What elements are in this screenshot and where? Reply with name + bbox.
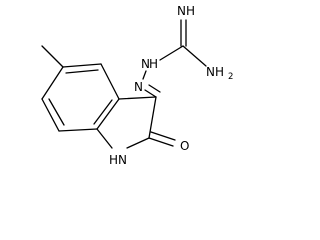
structure-canvas: NH N H N NH 2 HN O xyxy=(41,4,233,167)
hydrazone-nh-label: N xyxy=(141,57,150,71)
bond-nh-c xyxy=(159,45,184,61)
bond-b1 xyxy=(62,63,102,68)
bond-b6 xyxy=(41,66,64,100)
bond-b5 xyxy=(41,98,60,132)
bond-b3 xyxy=(96,98,120,130)
carbonyl-o-label: O xyxy=(180,139,189,153)
bond-c3-c2 xyxy=(148,96,157,139)
bond-n-nh xyxy=(142,70,147,80)
amine-label: NH xyxy=(206,65,224,79)
bond-c3-c3a xyxy=(118,96,157,100)
bond-c3-n-1 xyxy=(144,89,157,98)
bond-c-n-amine xyxy=(182,45,207,67)
hydrazone-n-label: N xyxy=(134,80,143,94)
bond-c2-n1 xyxy=(126,137,150,149)
ring-nh-label: HN xyxy=(109,153,127,167)
bond-b1-inner xyxy=(65,69,99,74)
amine-subscript: 2 xyxy=(228,72,233,82)
chemical-structure: NH N H N NH 2 HN O xyxy=(41,4,233,167)
bond-b3-inner xyxy=(93,99,113,125)
bond-c3-n-2 xyxy=(148,84,161,93)
bond-b5-inner xyxy=(48,98,65,126)
bond-b2 xyxy=(100,63,120,100)
bond-methyl xyxy=(41,45,64,68)
bond-n1-c7a xyxy=(96,128,113,149)
bond-carbonyl-1 xyxy=(148,137,174,147)
bond-b4 xyxy=(58,128,98,132)
imine-label: NH xyxy=(177,4,195,18)
hydrazone-nh-h: H xyxy=(149,57,158,71)
bond-carbonyl-2 xyxy=(150,131,176,141)
